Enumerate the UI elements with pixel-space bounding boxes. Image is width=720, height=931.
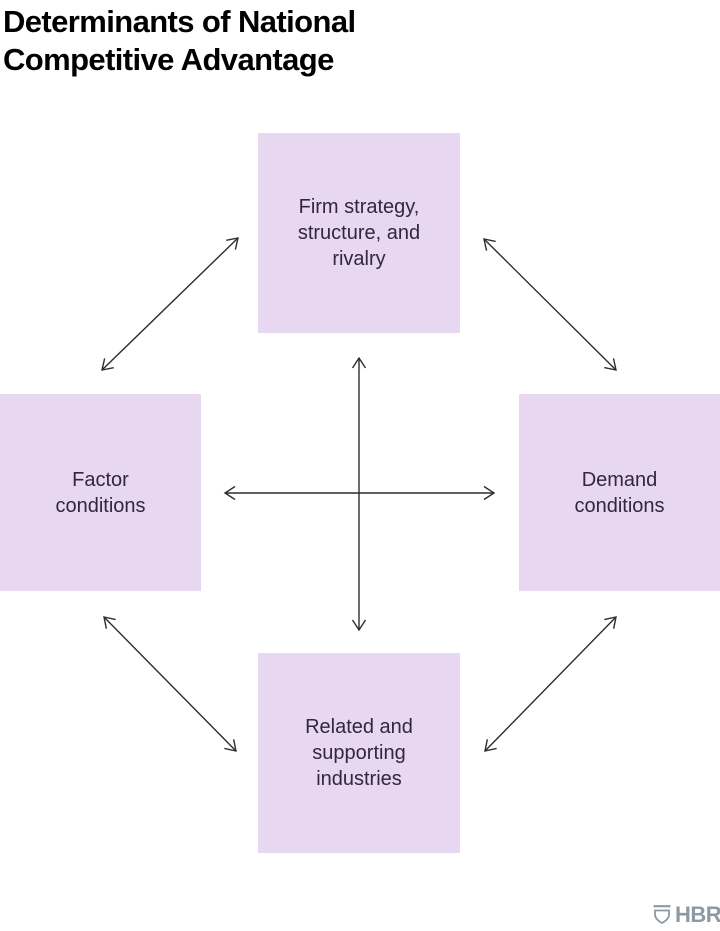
- node-factor-conditions: Factor conditions: [0, 394, 201, 591]
- node-related-supporting: Related and supporting industries: [258, 653, 460, 853]
- arrow-factor-conditions-firm-strategy: [101, 237, 239, 371]
- node-related-supporting-label: Related and supporting industries: [305, 716, 413, 790]
- node-demand-conditions-label: Demand conditions: [574, 468, 665, 517]
- node-factor-conditions-label: Factor conditions: [55, 468, 146, 517]
- arrow-firm-strategy-demand-conditions: [483, 238, 617, 371]
- node-demand-conditions: Demand conditions: [519, 394, 720, 591]
- node-firm-strategy: Firm strategy, structure, and rivalry: [258, 133, 460, 333]
- node-firm-strategy-label: Firm strategy, structure, and rivalry: [297, 196, 421, 270]
- hbr-shield-icon: [653, 905, 671, 925]
- page-title: Determinants of National Competitive Adv…: [3, 3, 356, 79]
- hbr-logo: HBR: [652, 903, 720, 926]
- arrow-related-supporting-demand-conditions: [484, 616, 617, 752]
- page-title-line-1: Determinants of National: [3, 4, 356, 39]
- hbr-brand-text: HBR: [675, 901, 720, 927]
- page-title-line-2: Competitive Advantage: [3, 42, 334, 77]
- arrow-factor-conditions-related-supporting: [103, 616, 237, 752]
